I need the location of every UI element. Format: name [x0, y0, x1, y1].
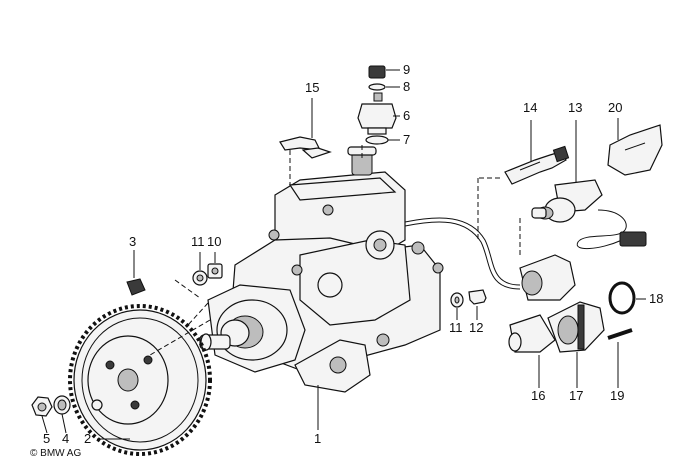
- callout-20: 20: [608, 100, 622, 115]
- woodruff-key: [126, 278, 146, 296]
- callout-9: 9: [403, 62, 410, 77]
- injection-pump-body: [199, 146, 444, 393]
- callout-5: 5: [43, 431, 50, 446]
- leader-lines: [41, 69, 646, 440]
- callout-18: 18: [649, 291, 663, 306]
- pin: [607, 328, 633, 340]
- callout-11-right: 11: [449, 320, 463, 335]
- callout-12: 12: [469, 320, 483, 335]
- callout-10: 10: [207, 234, 221, 249]
- callout-15: 15: [305, 80, 319, 95]
- callout-2: 2: [84, 431, 91, 446]
- callout-16: 16: [531, 388, 545, 403]
- callout-19: 19: [610, 388, 624, 403]
- valve-stack: [357, 65, 397, 145]
- callout-14: 14: [523, 100, 537, 115]
- callout-7: 7: [403, 132, 410, 147]
- callout-3: 3: [129, 234, 136, 249]
- bracket: [279, 136, 332, 159]
- connector-fitting: [508, 254, 576, 353]
- fuel-line: [404, 217, 521, 286]
- copyright-notice: © BMW AG: [30, 448, 81, 459]
- cover-bracket: [607, 124, 663, 176]
- callout-11-left: 11: [191, 234, 205, 249]
- callout-13: 13: [568, 100, 582, 115]
- sensor: [504, 145, 570, 185]
- o-ring: [608, 281, 636, 315]
- callout-6: 6: [403, 108, 410, 123]
- callout-1: 1: [314, 431, 321, 446]
- banjo-bolt: [468, 289, 487, 305]
- solenoid-valve: [531, 179, 647, 249]
- plug-connector: [547, 301, 605, 353]
- callout-17: 17: [569, 388, 583, 403]
- callout-8: 8: [403, 79, 410, 94]
- callout-labels: 1 2 3 4 5 6 7 8 9 10 11 11 12 13 14 15 1…: [43, 62, 663, 446]
- timing-gear: [68, 304, 212, 456]
- callout-4: 4: [62, 431, 69, 446]
